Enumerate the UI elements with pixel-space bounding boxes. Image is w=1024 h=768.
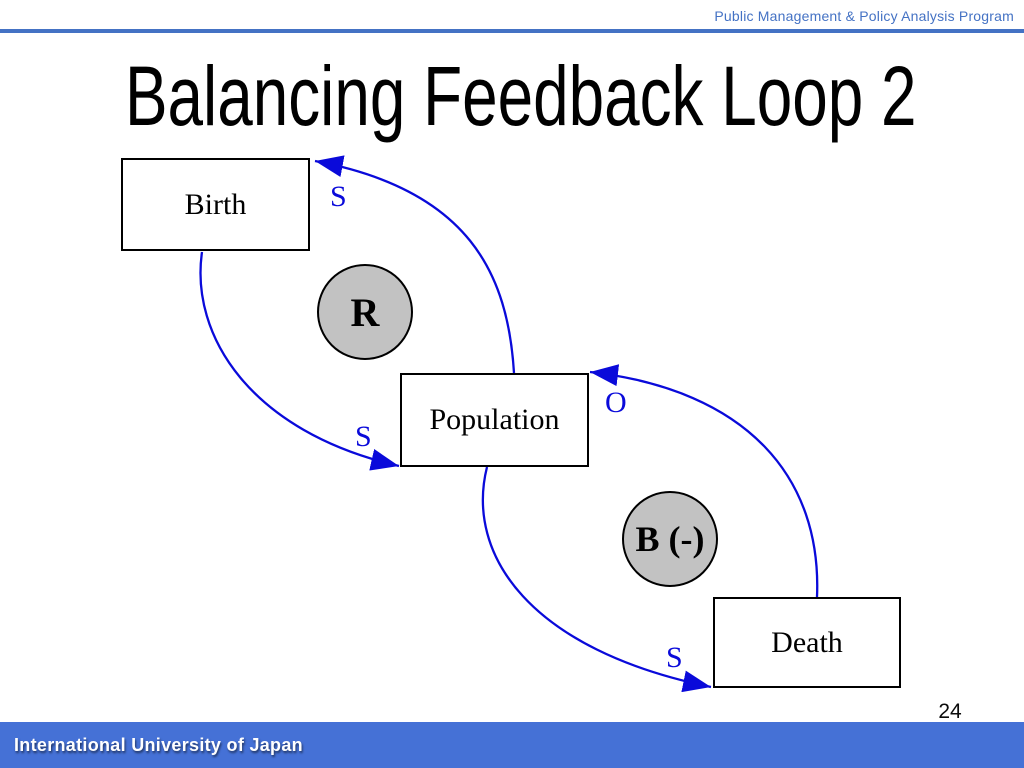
loop-balancing-label: B (-) <box>635 519 705 559</box>
node-population-label: Population <box>429 403 560 436</box>
footer-bar: International University of Japan <box>0 722 1024 768</box>
header-divider <box>0 29 1024 33</box>
link-birth-to-population <box>199 251 400 471</box>
node-death-label: Death <box>771 625 843 659</box>
link-death-to-population <box>589 364 819 598</box>
node-population: Population <box>400 373 589 467</box>
loop-balancing-badge: B (-) <box>622 491 718 587</box>
node-birth: Birth <box>121 158 310 251</box>
node-death: Death <box>713 597 901 688</box>
loop-reinforcing-label: R <box>350 289 380 335</box>
page-number: 24 <box>938 700 962 723</box>
footer-institution: International University of Japan <box>14 734 303 755</box>
header-program-name: Public Management & Policy Analysis Prog… <box>714 8 1014 24</box>
node-birth-label: Birth <box>184 187 247 221</box>
polarity-label-s-top: S <box>330 180 347 213</box>
loop-reinforcing-badge: R <box>317 264 413 360</box>
link-population-to-birth <box>314 155 516 374</box>
page-title: Balancing Feedback Loop 2 <box>124 49 917 143</box>
title-container: Balancing Feedback Loop 2 <box>0 52 1024 140</box>
polarity-label-s-bottom: S <box>666 641 683 674</box>
polarity-label-o: O <box>605 386 627 419</box>
link-population-to-death <box>481 466 712 693</box>
polarity-label-s-left: S <box>355 420 372 453</box>
